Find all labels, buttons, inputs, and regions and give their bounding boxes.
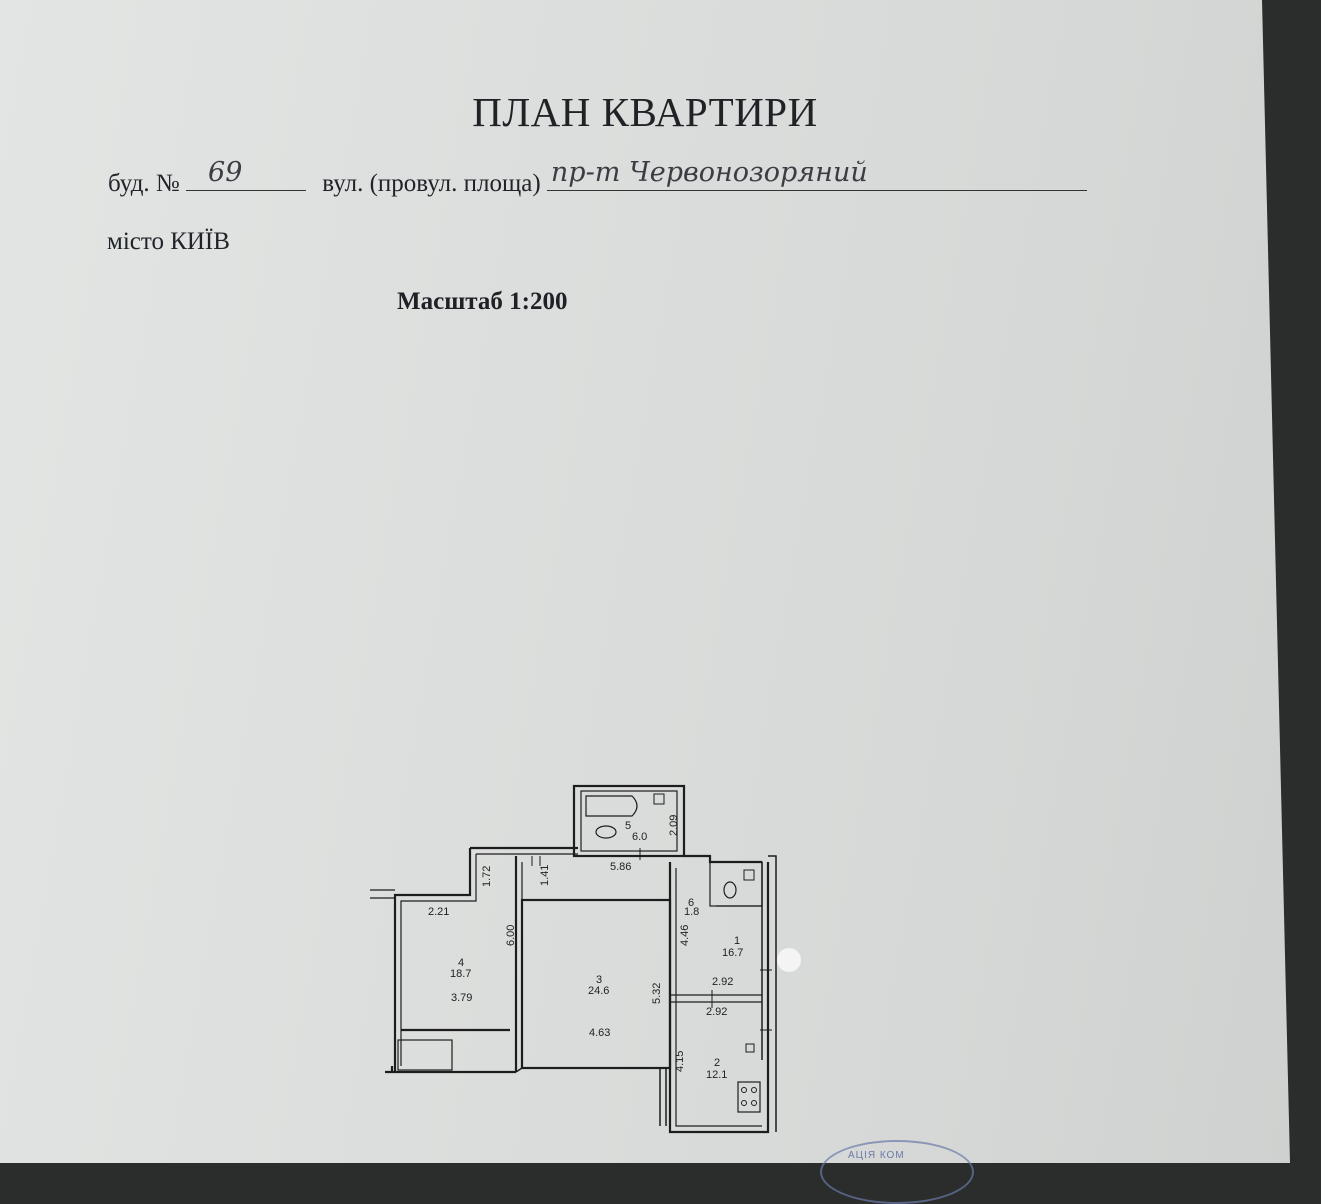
paper-highlight	[777, 948, 801, 972]
toilet-icon	[595, 825, 617, 839]
bathroom-inner	[580, 790, 678, 852]
burner-icon	[741, 1087, 747, 1093]
bathroom-walls	[572, 784, 686, 858]
dim-1-41: 1.41	[539, 865, 551, 886]
balcony-left	[397, 1039, 453, 1071]
dim-2-09: 2.09	[668, 815, 680, 836]
document-sheet	[0, 0, 1290, 1163]
room-3-area: 24.6	[588, 985, 609, 997]
outer-wall-north	[393, 846, 762, 1072]
floor-plan: 5 6.0 6 1.8 1 16.7 4 18.7 3 24.6 2 12.1 …	[370, 784, 777, 1134]
dim-3-79: 3.79	[451, 992, 472, 1004]
room-5-number: 5	[625, 820, 631, 832]
building-label: буд. №	[108, 170, 180, 197]
room-3-balcony	[515, 1067, 667, 1126]
room-1-number: 1	[734, 935, 740, 947]
tick-marks	[531, 848, 772, 1031]
dim-1-72: 1.72	[481, 866, 493, 887]
stamp-text: АЦІЯ КОМ	[848, 1150, 905, 1161]
bathtub-icon	[585, 795, 638, 817]
room-6-area: 1.8	[684, 906, 699, 918]
window-left	[370, 889, 395, 899]
room-2-number: 2	[714, 1057, 720, 1069]
burner-icon	[751, 1087, 757, 1093]
right-rooms-outer	[668, 862, 770, 1134]
room-5-area: 6.0	[632, 831, 647, 843]
dim-5-86: 5.86	[610, 861, 631, 873]
burner-icon	[741, 1100, 747, 1106]
burner-icon	[751, 1100, 757, 1106]
room-1-area: 16.7	[722, 947, 743, 959]
sink-icon	[653, 793, 665, 805]
building-number: 69	[208, 157, 243, 188]
street-value: пр-т Червонозоряний	[550, 157, 868, 188]
room-6-number: 6	[688, 897, 694, 909]
dim-5-32: 5.32	[651, 983, 663, 1004]
document-title: ПЛАН КВАРТИРИ	[472, 89, 818, 135]
dim-6-00: 6.00	[505, 925, 517, 946]
building-number-field: 69	[186, 157, 307, 191]
room-4-number: 4	[458, 957, 464, 969]
dim-2-92-top: 2.92	[712, 976, 733, 988]
dim-2-21: 2.21	[428, 906, 449, 918]
east-wall	[761, 855, 777, 1132]
sink-icon-2	[743, 869, 755, 881]
scale-label: Масштаб 1:200	[397, 288, 568, 315]
kitchen-sink-icon	[745, 1043, 755, 1053]
outer-wall-north-inner	[400, 853, 578, 1066]
room-4-area: 18.7	[450, 968, 471, 980]
dim-2-92-bottom: 2.92	[706, 1006, 727, 1018]
stove-icon	[737, 1081, 761, 1113]
street-field: пр-т Червонозоряний	[546, 157, 1087, 191]
toilet-icon-2	[723, 881, 737, 899]
room-4-walls	[385, 1028, 516, 1074]
toilet-room	[709, 861, 763, 907]
dim-4-63: 4.63	[589, 1027, 610, 1039]
dim-4-46: 4.46	[679, 925, 691, 946]
room-2-area: 12.1	[706, 1069, 727, 1081]
city-label: місто КИЇВ	[107, 228, 230, 255]
dim-4-15: 4.15	[674, 1051, 686, 1072]
right-rooms-inner	[670, 868, 762, 1127]
street-label: вул. (провул. площа)	[322, 170, 541, 197]
room-3-number: 3	[596, 974, 602, 986]
address-line: буд. № 69 вул. (провул. площа) пр-т Черв…	[108, 157, 1087, 198]
